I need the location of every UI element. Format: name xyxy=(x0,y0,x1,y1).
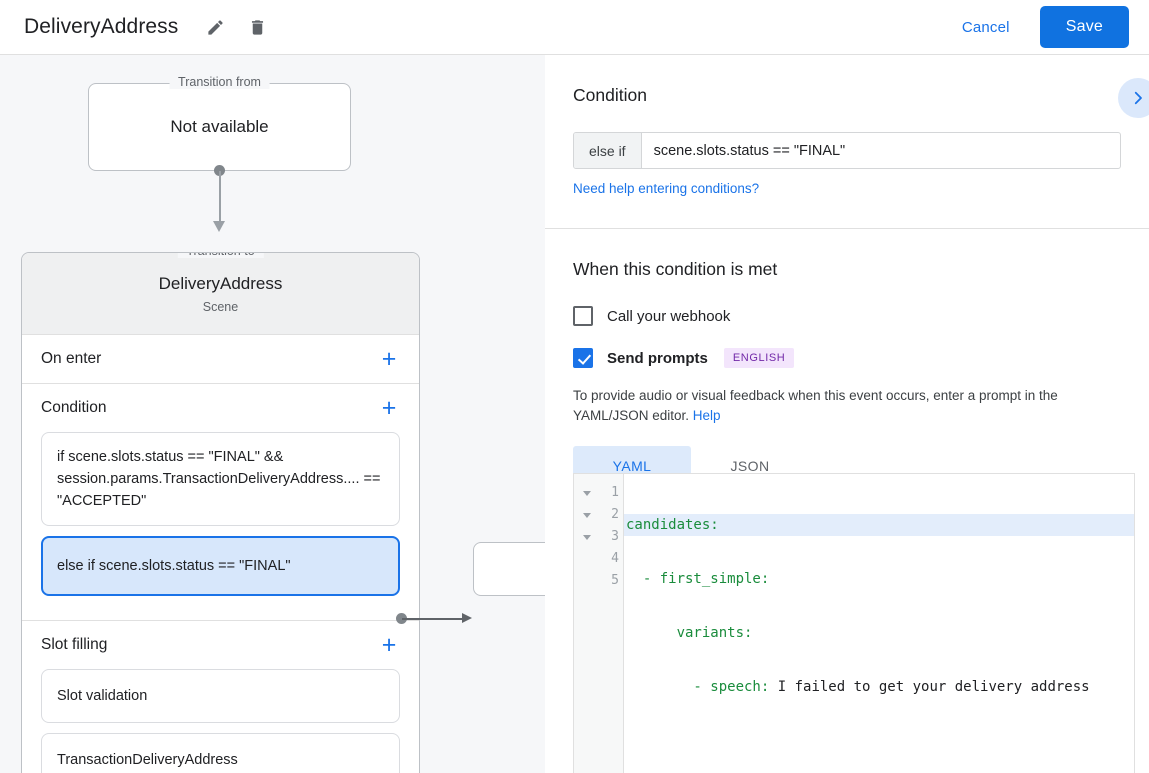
line-number: 2 xyxy=(611,507,619,522)
send-prompts-checkbox-row[interactable]: Send prompts ENGLISH xyxy=(573,348,1121,368)
condition-header: Condition + xyxy=(41,384,400,432)
webhook-checkbox-row[interactable]: Call your webhook xyxy=(573,306,1121,326)
webhook-checkbox[interactable] xyxy=(573,306,593,326)
condition-title: Condition xyxy=(41,399,107,416)
fold-toggle-1[interactable] xyxy=(574,482,599,504)
topbar-actions: Cancel Save xyxy=(950,6,1129,48)
fold-toggle-5 xyxy=(574,570,599,592)
line-number: 4 xyxy=(611,551,619,566)
code-token-key: variants: xyxy=(626,625,753,641)
scene-header: DeliveryAddress Scene xyxy=(22,253,419,334)
editor-code-area[interactable]: candidates: - first_simple: variants: - … xyxy=(624,474,1134,773)
webhook-label: Call your webhook xyxy=(607,307,731,325)
code-token-key: - speech: xyxy=(626,679,770,695)
yaml-editor[interactable]: 1 2 3 4 5 candidates: - first_simple: va… xyxy=(573,473,1135,773)
chevron-down-icon xyxy=(582,534,591,540)
language-badge: ENGLISH xyxy=(723,348,795,368)
connector-dot-outgoing xyxy=(396,613,407,624)
code-line: - first_simple: xyxy=(624,568,1134,590)
add-condition-button[interactable]: + xyxy=(381,393,397,422)
condition-item[interactable]: if scene.slots.status == "FINAL" && sess… xyxy=(41,432,400,526)
when-met-heading: When this condition is met xyxy=(573,259,778,279)
panel-when-met-block: When this condition is met Call your web… xyxy=(545,229,1149,486)
fold-toggle-2[interactable] xyxy=(574,504,599,526)
editor-line-numbers: 1 2 3 4 5 xyxy=(599,474,624,773)
section-on-enter: On enter + xyxy=(22,334,419,383)
code-line: candidates: xyxy=(624,514,1134,536)
panel-condition-heading: Condition xyxy=(573,85,647,105)
send-prompts-checkbox[interactable] xyxy=(573,348,593,368)
slot-item-validation[interactable]: Slot validation xyxy=(41,669,400,723)
transition-to-card[interactable]: Transition to DeliveryAddress Scene On e… xyxy=(21,252,420,773)
condition-expression-input[interactable] xyxy=(641,133,1120,168)
target-node-partial[interactable] xyxy=(473,542,545,596)
section-condition: Condition + if scene.slots.status == "FI… xyxy=(22,383,419,620)
transition-from-value: Not available xyxy=(170,117,269,136)
line-number: 5 xyxy=(611,573,619,588)
send-prompts-label: Send prompts xyxy=(607,349,708,367)
code-token-text: I failed to get your delivery address xyxy=(769,679,1090,695)
line-number: 3 xyxy=(611,529,619,544)
add-on-enter-button[interactable]: + xyxy=(381,344,397,373)
trash-icon[interactable] xyxy=(242,12,272,42)
slot-filling-header: Slot filling + xyxy=(41,621,400,669)
condition-prefix-label: else if xyxy=(574,133,642,168)
code-line: - speech: I failed to get your delivery … xyxy=(624,676,1134,698)
condition-help-link[interactable]: Need help entering conditions? xyxy=(573,181,760,196)
add-slot-button[interactable]: + xyxy=(381,630,397,659)
on-enter-header: On enter + xyxy=(41,335,400,383)
slot-filling-title: Slot filling xyxy=(41,636,108,653)
connector-line-outgoing xyxy=(402,618,464,620)
chevron-down-icon xyxy=(582,490,591,496)
transition-from-card[interactable]: Transition from Not available xyxy=(88,75,351,171)
tab-json[interactable]: JSON xyxy=(730,458,770,474)
code-line: variants: xyxy=(624,622,1134,644)
page-title: DeliveryAddress xyxy=(24,15,179,38)
connector-arrowhead xyxy=(213,221,225,232)
code-line xyxy=(624,730,1134,752)
top-app-bar: DeliveryAddress Cancel Save xyxy=(0,0,1149,55)
code-token-key: - first_simple: xyxy=(626,571,770,587)
connector-line xyxy=(219,171,221,225)
on-enter-title: On enter xyxy=(41,350,102,367)
fold-toggle-3[interactable] xyxy=(574,526,599,548)
chevron-down-icon xyxy=(582,512,591,518)
slot-item-transaction[interactable]: TransactionDeliveryAddress xyxy=(41,733,400,773)
flow-canvas[interactable]: Transition from Not available Transition… xyxy=(0,55,545,773)
section-slot-filling: Slot filling + Slot validation Transacti… xyxy=(22,620,419,773)
code-token-key: candidates: xyxy=(626,517,719,533)
prompts-help-link[interactable]: Help xyxy=(692,408,721,423)
cancel-button[interactable]: Cancel xyxy=(950,11,1022,44)
editor-fold-gutter xyxy=(574,474,599,773)
save-button[interactable]: Save xyxy=(1039,6,1129,48)
edit-icon[interactable] xyxy=(200,12,230,42)
fold-toggle-4 xyxy=(574,548,599,570)
condition-input-row[interactable]: else if xyxy=(573,132,1121,169)
panel-condition-block: Condition else if Need help entering con… xyxy=(545,55,1149,229)
connector-arrowhead-outgoing xyxy=(462,613,472,623)
transition-to-legend: Transition to xyxy=(177,253,264,258)
chevron-right-icon[interactable] xyxy=(1118,78,1149,118)
connector-dot xyxy=(214,165,225,176)
scene-name: DeliveryAddress xyxy=(158,273,283,293)
prompts-description-text: To provide audio or visual feedback when… xyxy=(573,388,1058,423)
scene-type: Scene xyxy=(202,299,239,314)
prompts-description: To provide audio or visual feedback when… xyxy=(573,386,1121,426)
line-number: 1 xyxy=(611,485,619,500)
condition-item-selected[interactable]: else if scene.slots.status == "FINAL" xyxy=(41,536,400,596)
transition-from-legend: Transition from xyxy=(169,75,270,89)
